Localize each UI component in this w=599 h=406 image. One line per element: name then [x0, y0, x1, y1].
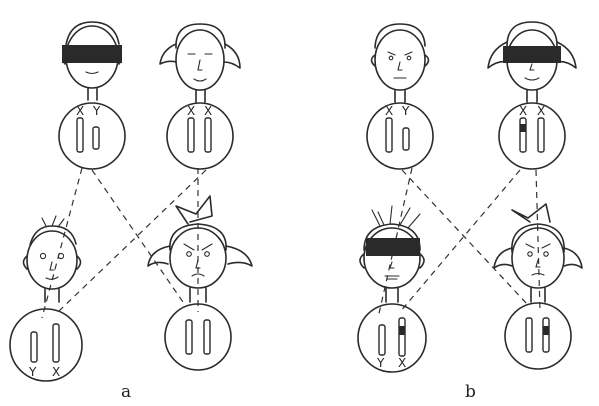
- panel-label-a: a: [121, 382, 131, 402]
- panel-a: X Y X X: [10, 22, 252, 381]
- mother-a-face: [160, 24, 240, 102]
- chromosome-label: X: [537, 104, 545, 118]
- panel-b: X Y X X: [358, 22, 582, 372]
- chromosome-label: X: [385, 104, 393, 118]
- son-a-face: [24, 216, 81, 302]
- inheritance-lines-a: [42, 168, 206, 318]
- son-a: Y X: [10, 216, 82, 381]
- mother-b-cell: X X: [499, 103, 565, 169]
- face-mask-bar: [503, 46, 561, 63]
- father-b: X Y: [367, 24, 433, 169]
- mother-b-face: [488, 22, 576, 102]
- chromosome-label: X: [52, 365, 60, 379]
- chromosome-label: Y: [401, 104, 410, 118]
- daughter-a-face: [148, 196, 252, 302]
- mother-b: X X: [488, 22, 576, 169]
- chromosome-label: X: [204, 104, 212, 118]
- mother-a-cell: X X: [167, 103, 233, 169]
- chromosome-label: X: [398, 356, 406, 370]
- father-b-cell: X Y: [367, 103, 433, 169]
- son-a-cell: Y X: [10, 309, 82, 381]
- chromosome-label: X: [76, 104, 84, 118]
- mother-a: X X: [160, 24, 240, 169]
- father-a: X Y: [59, 22, 125, 169]
- father-a-cell: X Y: [59, 103, 125, 169]
- daughter-a-cell: [165, 304, 231, 370]
- father-a-face: [62, 22, 122, 100]
- son-b-face: [360, 206, 424, 302]
- chromosome-label: X: [519, 104, 527, 118]
- daughter-b-cell: [505, 303, 571, 369]
- son-b: Y X: [358, 206, 426, 372]
- face-mask-bar: [62, 45, 122, 63]
- daughter-a: [148, 196, 252, 370]
- daughter-b: [494, 204, 582, 369]
- chromosome-label: Y: [28, 365, 37, 379]
- face-mask-bar: [366, 238, 420, 256]
- panel-label-b: b: [465, 382, 476, 402]
- chromosome-label: Y: [376, 356, 385, 370]
- chromosome-label: X: [187, 104, 195, 118]
- daughter-b-face: [494, 204, 582, 302]
- son-b-cell: Y X: [358, 304, 426, 372]
- father-b-face: [372, 24, 429, 102]
- chromosome-label: Y: [92, 104, 101, 118]
